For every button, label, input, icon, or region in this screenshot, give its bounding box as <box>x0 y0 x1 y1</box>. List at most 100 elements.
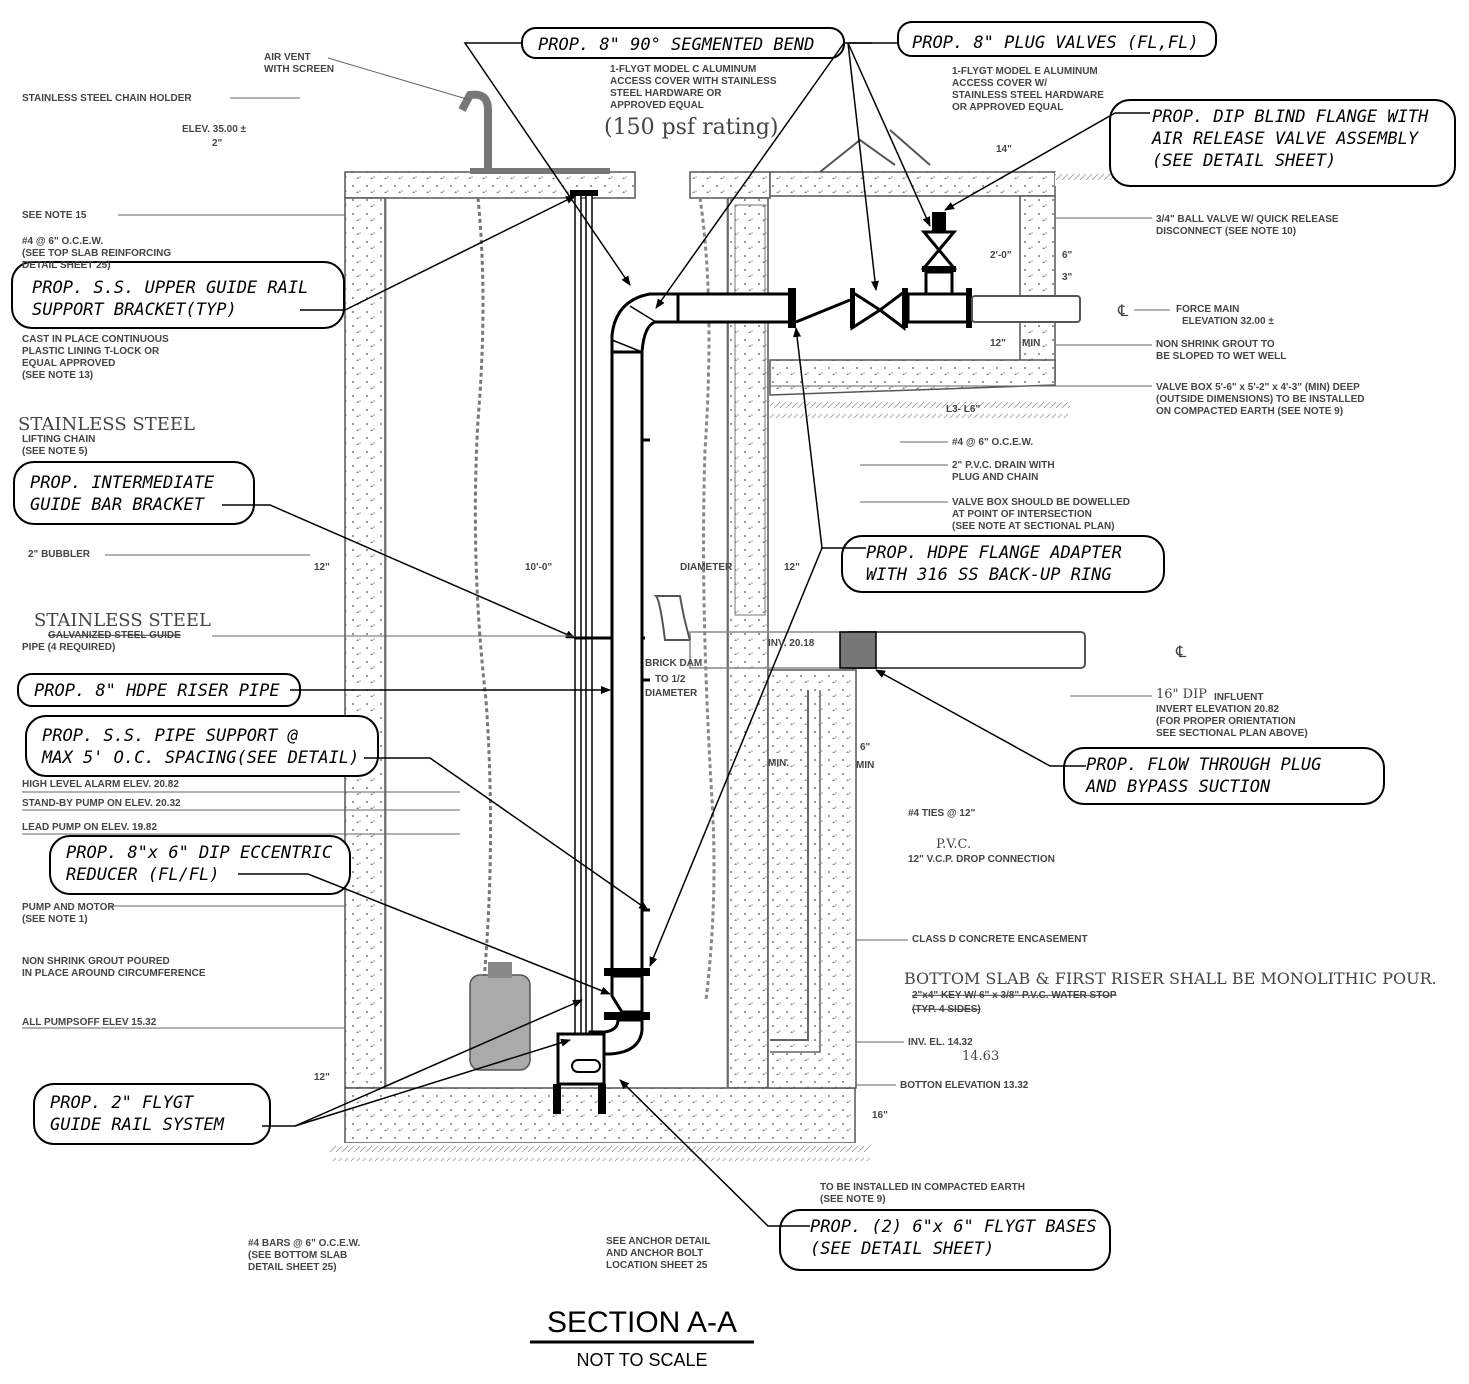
compacted-1: TO BE INSTALLED IN COMPACTED EARTH <box>820 1182 1025 1193</box>
flygt-cover-4: APPROVED EQUAL <box>610 100 704 111</box>
flow-through-plug <box>839 631 877 669</box>
influent-3: (FOR PROPER ORIENTATION <box>1156 716 1296 727</box>
leader-upper-bracket <box>300 195 576 311</box>
leader-pipe-support <box>364 757 649 911</box>
bases-bubble <box>779 1209 1111 1271</box>
callout-reducer-1: PROP. 8"x 6" DIP ECCENTRIC <box>66 843 333 863</box>
leader-bases <box>619 1079 810 1227</box>
pvc-hand: P.V.C. <box>936 837 971 852</box>
callout-hdpe-2: WITH 316 SS BACK-UP RING <box>866 565 1112 585</box>
pump-motor-2: (SEE NOTE 1) <box>22 914 88 925</box>
force-main-1: FORCE MAIN <box>1176 304 1239 315</box>
leader-flow-plug <box>875 669 1086 767</box>
wet-well-hatch <box>470 168 610 174</box>
air-vent-label-2: WITH SCREEN <box>264 64 334 75</box>
leader-blind-flange <box>944 112 1150 211</box>
riser-flange <box>604 968 650 976</box>
anchor-2: AND ANCHOR BOLT <box>606 1248 703 1259</box>
guide-rail-bubble <box>33 1083 271 1145</box>
leader-bend-to-flange <box>655 42 845 309</box>
invert-in: INV. 20.18 <box>768 638 815 649</box>
valve-hatch-right <box>889 129 931 166</box>
top-slab <box>344 171 636 199</box>
drain-2: PLUG AND CHAIN <box>952 472 1038 483</box>
drop-connection-inner <box>770 690 821 1053</box>
valve-box-earth <box>770 396 1070 418</box>
liner-4: (SEE NOTE 13) <box>22 370 93 381</box>
twelve-right: 12" <box>784 562 800 573</box>
influent-pipe <box>844 631 1086 669</box>
upper-bracket-bubble <box>11 261 345 329</box>
right-labels: 1-FLYGT MODEL E ALUMINUM ACCESS COVER W/… <box>900 66 1365 1091</box>
valve-hatch-left <box>819 138 896 173</box>
pipe-support-bubble <box>25 715 379 777</box>
two-in-label: 2" <box>212 138 223 149</box>
air-vent-label-1: AIR VENT <box>264 52 311 63</box>
valve-flange-1 <box>850 288 855 328</box>
dim-12in: 12" <box>990 338 1006 349</box>
force-main <box>971 295 1081 323</box>
air-vent <box>458 90 492 172</box>
riser-pipe <box>610 350 644 974</box>
lifting-chain-2: (SEE NOTE 5) <box>22 446 88 457</box>
leader-reducer <box>238 873 611 995</box>
inv-new-label: 14.63 <box>962 1049 999 1064</box>
leader-guide-rail-b <box>294 1038 571 1127</box>
submersible-pump <box>469 962 531 1071</box>
callout-bases-2: (SEE DETAIL SHEET) <box>810 1239 994 1259</box>
hdpe-flange-bubble <box>841 535 1165 593</box>
pumps-off-label: ALL PUMPSOFF ELEV 15.32 <box>22 1017 157 1028</box>
fourteen-label: 14" <box>996 144 1012 155</box>
psf-rating: (150 psf rating) <box>604 115 778 140</box>
see-note-15: SEE NOTE 15 <box>22 210 87 221</box>
chain-holder-label: STAINLESS STEEL CHAIN HOLDER <box>22 93 192 104</box>
bottom-bars-3: DETAIL SHEET 25) <box>248 1262 337 1273</box>
right-hand-labels: 16" DIP P.V.C. BOTTOM SLAB & FIRST RISER… <box>904 301 1437 1064</box>
min-label: MIN. <box>768 758 789 769</box>
influent-1: INFLUENT <box>1214 692 1263 703</box>
drain-1: 2" P.V.C. DRAIN WITH <box>952 460 1055 471</box>
callout-guide-rail-2: GUIDE RAIL SYSTEM <box>50 1115 225 1135</box>
top-slab-right <box>689 171 771 199</box>
valve-cover-4: OR APPROVED EQUAL <box>952 102 1063 113</box>
rebar-3: DETAIL SHEET 25) <box>22 260 111 271</box>
six-min-1: 6" <box>860 742 871 753</box>
tee-pipe <box>906 292 972 324</box>
sixteen-label: 16" <box>872 1110 888 1121</box>
left-labels: AIR VENT WITH SCREEN STAINLESS STEEL CHA… <box>22 52 1025 1273</box>
left-wall <box>344 197 386 1089</box>
lead-air-vent <box>327 57 471 101</box>
valve-box-top <box>769 171 1056 197</box>
callout-blind-flange-1: PROP. DIP BLIND FLANGE WITH <box>1152 107 1429 127</box>
valve-box-1: VALVE BOX 5'-6" x 5'-2" x 4'-3" (MIN) DE… <box>1156 382 1360 393</box>
ss-hand-1: STAINLESS STEEL <box>18 414 195 435</box>
influent-4: SEE SECTIONAL PLAN ABOVE) <box>1156 728 1308 739</box>
wet-well-structure <box>330 171 870 1161</box>
tee-flange <box>966 288 972 328</box>
ss-hand-2: STAINLESS STEEL <box>34 610 211 631</box>
liner-1: CAST IN PLACE CONTINUOUS <box>22 334 169 345</box>
air-release-valve <box>920 230 958 270</box>
left-hand-labels: STAINLESS STEEL STAINLESS STEEL <box>18 414 211 631</box>
diameter-label: DIAMETER <box>680 562 733 573</box>
flygt-cover-1: 1-FLYGT MODEL C ALUMINUM <box>610 64 756 75</box>
brick-dam-1: BRICK DAM <box>645 658 702 669</box>
discharge-piping <box>553 212 1081 1114</box>
callout-pipe-support-1: PROP. S.S. PIPE SUPPORT @ <box>42 726 299 746</box>
callout-upper-bracket-1: PROP. S.S. UPPER GUIDE RAIL <box>32 278 308 298</box>
lead-label: LEAD PUMP ON ELEV. 19.82 <box>22 822 157 833</box>
flange-adapter <box>788 288 796 328</box>
blind-flange-bubble <box>1109 99 1456 187</box>
ties-label: #4 TIES @ 12" <box>908 808 976 819</box>
force-main-cl: ℄ <box>1117 301 1129 320</box>
anchor-1: SEE ANCHOR DETAIL <box>606 1236 710 1247</box>
monolithic-label: BOTTOM SLAB & FIRST RISER SHALL BE MONOL… <box>904 969 1437 988</box>
standby-label: STAND-BY PUMP ON ELEV. 20.32 <box>22 798 181 809</box>
title-block: SECTION A-A NOT TO SCALE <box>530 1306 754 1370</box>
grout-slope-1: NON SHRINK GROUT TO <box>1156 339 1275 350</box>
inv-el-label: INV. EL. 14.32 <box>908 1037 973 1048</box>
elev-label: ELEV. 35.00 ± <box>182 124 247 135</box>
grout-slope-2: BE SLOPED TO WET WELL <box>1156 351 1286 362</box>
force-main-2: ELEVATION 32.00 ± <box>1182 316 1274 327</box>
